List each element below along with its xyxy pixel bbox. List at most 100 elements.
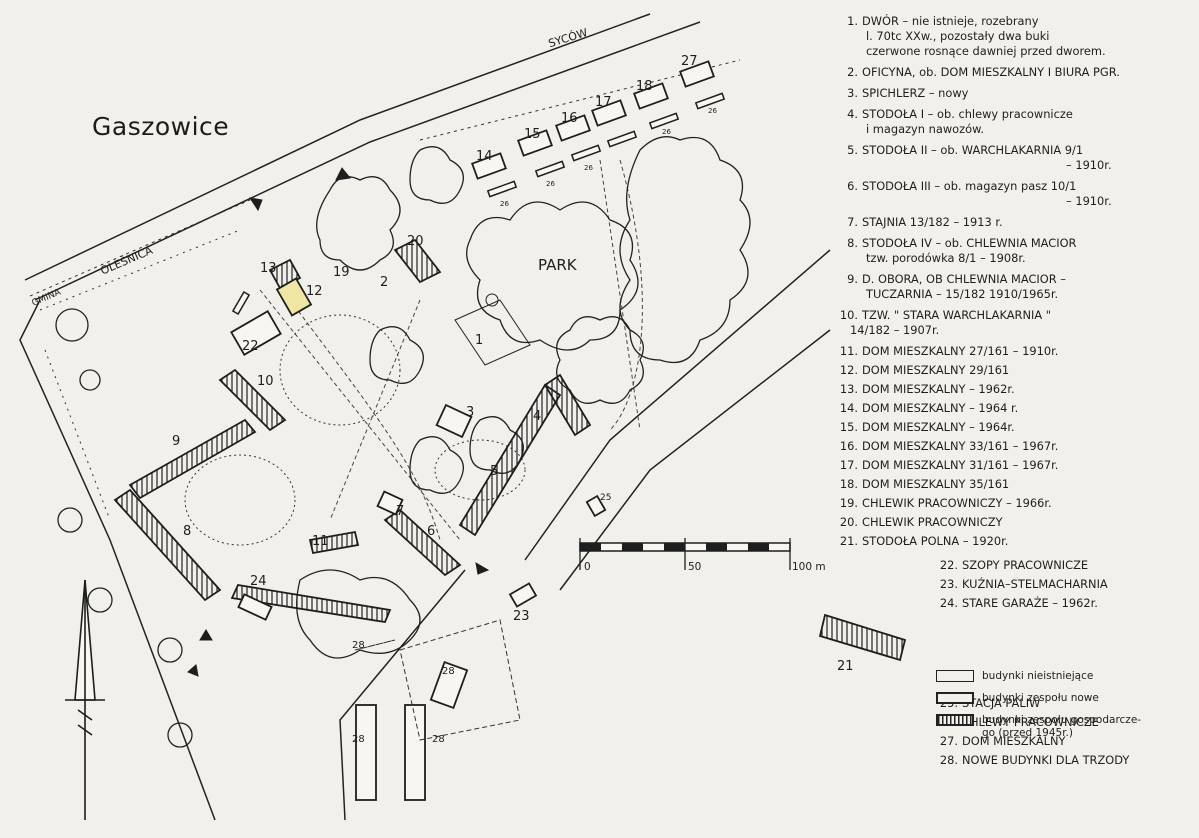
label-4: 4 [533, 409, 541, 424]
legend-text: OFICYNA, ob. DOM MIESZKALNY I BIURA PGR. [862, 65, 1120, 79]
label-3: 3 [466, 405, 474, 420]
legend-number: 19. [839, 496, 858, 510]
legend-number: 20. [839, 515, 858, 529]
legend-key-label-cont: go (przed 1945r.) [982, 727, 1073, 739]
legend-number: 2. [847, 65, 858, 79]
legend-item: 7. STAJNIA 13/182 – 1913 r. [836, 215, 1181, 230]
legend-number: 24. [939, 596, 958, 610]
label-28b: 28 [432, 734, 445, 745]
legend-number: 27. [939, 734, 958, 748]
legend-item: 2. OFICYNA, ob. DOM MIESZKALNY I BIURA PG… [836, 65, 1181, 80]
legend-text: DOM MIESZKALNY – 1962r. [862, 382, 1015, 396]
scale-bar [579, 538, 791, 570]
legend-text: STODOŁA IV – ob. CHLEWNIA MACIOR [862, 236, 1077, 250]
enclosure [354, 619, 521, 741]
legend-text: SZOPY PRACOWNICZE [962, 558, 1089, 572]
building-12-highlight [275, 277, 313, 317]
legend-item: 14.DOM MIESZKALNY – 1964 r. [836, 401, 1181, 416]
legend-text: DOM MIESZKALNY – 1964r. [862, 420, 1015, 434]
building-labels: 1 2 3 4 5 6 7 8 9 10 11 12 13 14 15 16 1… [172, 54, 854, 745]
legend-text: DOM MIESZKALNY [962, 734, 1066, 748]
legend-number: 17. [839, 458, 858, 472]
legend-text: NOWE BUDYNKI DLA TRZODY [962, 753, 1130, 767]
road-label-olesnica: OLEŚNICA [99, 244, 156, 278]
label-1: 1 [475, 333, 483, 348]
label-21: 21 [837, 659, 854, 674]
legend-key-label: budynki zespołu nowe [982, 692, 1099, 704]
label-5: 5 [490, 464, 498, 479]
legend-item: 12.DOM MIESZKALNY 29/161 [836, 363, 1181, 378]
north-arrow-icon [65, 579, 105, 820]
legend-text: l. 70tc XXw., pozostały dwa buki [866, 29, 1050, 43]
legend-key-label: budynki nieistniejące [982, 670, 1094, 682]
legend-text: STAJNIA 13/182 – 1913 r. [862, 215, 1003, 229]
park-label: PARK [538, 256, 578, 274]
road-sycow [24, 13, 701, 301]
label-6: 6 [427, 524, 435, 539]
legend-number: 6. [847, 179, 858, 193]
legend-item: 20.CHLEWIK PRACOWNICZY [836, 515, 1181, 530]
gardens [184, 314, 526, 546]
label-26a: 26 [500, 200, 509, 208]
legend-text: DOM MIESZKALNY 31/161 – 1967r. [862, 458, 1059, 472]
label-18: 18 [636, 79, 653, 94]
label-2: 2 [380, 275, 388, 290]
legend-text: czerwone rosnące dawniej przed dworem. [866, 44, 1106, 58]
label-26b: 26 [546, 180, 555, 188]
scale-label-0: 0 [584, 561, 591, 573]
legend-number: 12. [839, 363, 858, 377]
legend-number: 14. [839, 401, 858, 415]
legend-item: 21.STODOŁA POLNA – 1920r. [836, 534, 1181, 549]
legend-text: STODOŁA POLNA – 1920r. [862, 534, 1009, 548]
label-15: 15 [524, 127, 541, 142]
legend-number: 7. [847, 215, 858, 229]
entrance-arrows [187, 167, 490, 677]
legend-text: 14/182 – 1907r. [850, 323, 940, 337]
legend-item: 23. KUŹNIA–STELMACHARNIA [836, 577, 1181, 592]
label-16: 16 [561, 111, 578, 126]
legend-number: 15. [839, 420, 858, 434]
scale-label-50: 50 [688, 561, 701, 573]
legend-item: 28. NOWE BUDYNKI DLA TRZODY [836, 753, 1181, 768]
label-17: 17 [595, 95, 612, 110]
label-24: 24 [250, 574, 267, 589]
legend-number: 18. [839, 477, 858, 491]
legend-number: 16. [839, 439, 858, 453]
legend-text: DOM MIESZKALNY 27/161 – 1910r. [862, 344, 1059, 358]
legend-number: 4. [847, 107, 858, 121]
legend-text: KUŹNIA–STELMACHARNIA [962, 577, 1108, 591]
legend-item: 16.DOM MIESZKALNY 33/161 – 1967r. [836, 439, 1181, 454]
legend-number: 5. [847, 143, 858, 157]
label-23: 23 [513, 609, 530, 624]
legend-item: 24.STARE GARAŻE – 1962r. [836, 596, 1181, 611]
legend-text: – 1910r. [1066, 194, 1112, 208]
legend-key-label: budynki zespołu gospodarcze- [982, 714, 1142, 726]
label-20: 20 [407, 234, 424, 249]
road-label-gmina: GMINA [31, 287, 64, 308]
legend-number: 8. [847, 236, 858, 250]
legend-number: 11. [839, 344, 858, 358]
legend-text: D. OBORA, OB CHLEWNIA MACIOR – [862, 272, 1066, 286]
legend-key-swatch [936, 714, 974, 726]
legend-item: 6.STODOŁA III – ob. magazyn pasz 10/1– 1… [836, 179, 1181, 209]
legend-text: TZW. " STARA WARCHLAKARNIA " [862, 308, 1051, 322]
label-25: 25 [600, 493, 611, 503]
legend-number: 28. [939, 753, 958, 767]
legend-item: 3.SPICHLERZ – nowy [836, 86, 1181, 101]
legend-text: tzw. porodówka 8/1 – 1908r. [866, 251, 1026, 265]
label-28d: 28 [352, 640, 365, 651]
legend-text: DWÓR – nie istnieje, rozebrany [862, 14, 1039, 28]
label-8: 8 [183, 524, 191, 539]
former-manor [454, 293, 531, 366]
label-7: 7 [396, 504, 404, 519]
label-27: 27 [681, 54, 698, 69]
sheds-26 [231, 92, 726, 316]
legend-item: 15. DOM MIESZKALNY – 1964r. [836, 420, 1181, 435]
legend-number: 22. [939, 558, 958, 572]
legend-number: 23. [939, 577, 958, 591]
legend-item: 17. DOM MIESZKALNY 31/161 – 1967r. [836, 458, 1181, 473]
scale-label-100: 100 m [792, 561, 826, 573]
